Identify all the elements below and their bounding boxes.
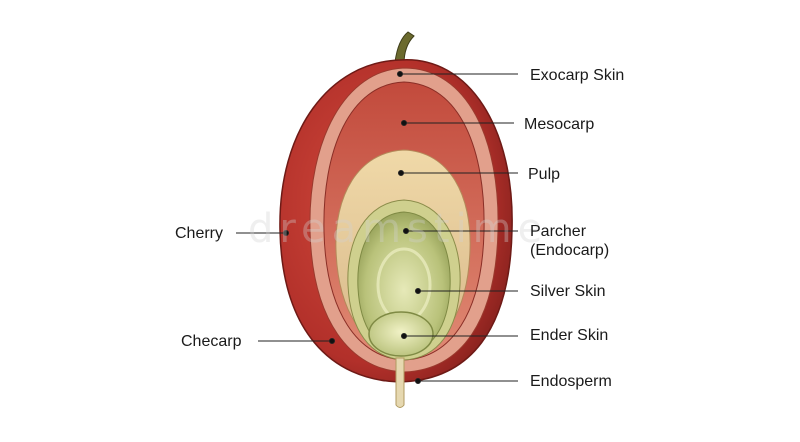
label-pulp: Pulp: [528, 166, 561, 183]
dot-ender: [401, 333, 407, 339]
label-parcher: Parcher (Endocarp): [530, 222, 609, 260]
dot-endosperm: [415, 378, 421, 384]
ender-skin-seed: [368, 311, 434, 357]
label-parcher-line1: Parcher: [530, 223, 587, 240]
dot-pulp: [398, 170, 404, 176]
bottom-stalk: [395, 357, 405, 408]
stem: [394, 31, 415, 65]
dot-exocarp: [397, 71, 403, 77]
label-cherry: Cherry: [175, 225, 224, 242]
label-silver-skin: Silver Skin: [530, 283, 606, 300]
dot-checarp: [329, 338, 335, 344]
dot-mesocarp: [401, 120, 407, 126]
label-exocarp-skin: Exocarp Skin: [530, 67, 625, 84]
label-mesocarp: Mesocarp: [524, 116, 595, 133]
label-endosperm: Endosperm: [530, 373, 612, 390]
leader-lines: [236, 71, 518, 384]
label-parcher-line2: (Endocarp): [530, 242, 610, 259]
label-ender-skin: Ender Skin: [530, 327, 609, 344]
dot-silver: [415, 288, 421, 294]
dot-parcher: [403, 228, 409, 234]
label-checarp: Checarp: [181, 333, 242, 350]
dot-cherry: [283, 230, 289, 236]
